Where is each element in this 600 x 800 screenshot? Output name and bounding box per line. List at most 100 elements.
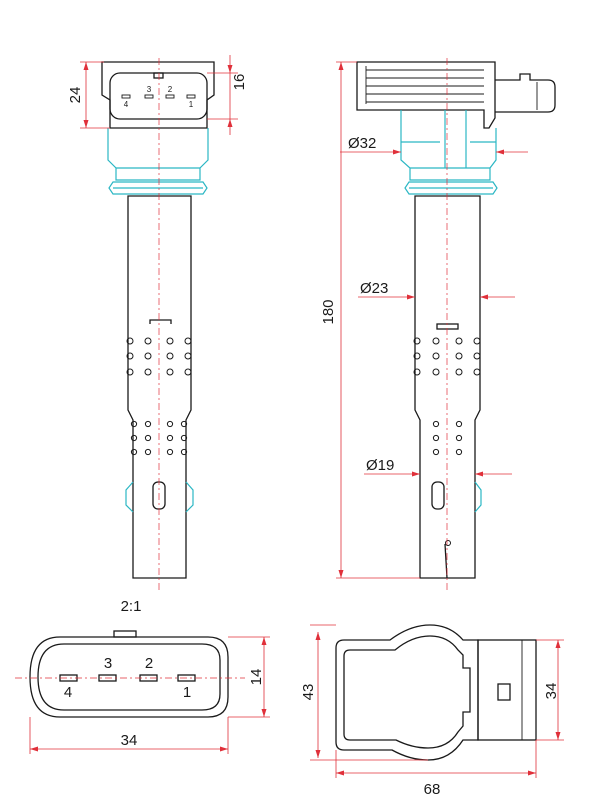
vent-hole [144, 337, 152, 345]
side-plug [495, 73, 556, 113]
pin-slot-4 [121, 94, 131, 99]
front-view: 4 3 2 1 24 16 [67, 55, 248, 590]
dim-16-arrow-bottom [227, 119, 233, 127]
vent-hole [455, 337, 463, 345]
vent-hole [126, 368, 134, 376]
dim-19-arrow-left [412, 471, 420, 477]
vent-hole [130, 420, 138, 428]
side-collar [400, 110, 497, 181]
vent-hole [180, 420, 188, 428]
vent-hole [184, 337, 192, 345]
vent-hole [144, 420, 152, 428]
vent-hole [184, 352, 192, 360]
vent-hole [126, 352, 134, 360]
dim-24-label: 24 [67, 87, 84, 104]
front-collar [107, 128, 209, 181]
vent-hole [455, 420, 463, 428]
plug-pin-label-2: 2 [145, 655, 153, 672]
plug-inner [37, 643, 221, 711]
front-clip-right [185, 481, 194, 513]
side-view: Ø32 Ø23 Ø19 180 [320, 58, 556, 590]
dim-43-label: 43 [300, 684, 317, 701]
vent-hole [166, 368, 174, 376]
vent-hole [144, 368, 152, 376]
connector-housing [101, 61, 215, 129]
dim-43-arrow-bottom [315, 750, 321, 758]
dim-34w-arrow-right [220, 746, 228, 752]
dim-34s-arrow-bottom [555, 732, 561, 740]
dim-68-arrow-left [336, 770, 344, 776]
base-connector [477, 639, 537, 741]
dim-14-arrow-bottom [261, 709, 267, 717]
pin-slot-1 [186, 94, 196, 99]
dim-68-label: 68 [424, 781, 441, 798]
vent-hole [413, 352, 421, 360]
vent-hole [455, 352, 463, 360]
pin-slot-2 [165, 94, 175, 99]
dim-43-arrow-top [315, 632, 321, 640]
plug-pin-label-1: 1 [183, 684, 191, 701]
dim-34s-arrow-top [555, 640, 561, 648]
dim-180-arrow-bottom [338, 570, 344, 578]
front-pin-label-3: 3 [147, 85, 152, 94]
front-vent-holes [126, 337, 192, 456]
vent-hole [432, 337, 440, 345]
dim-68-arrow-right [528, 770, 536, 776]
front-collar-ring [108, 181, 208, 195]
vent-hole [144, 434, 152, 442]
side-clip [474, 481, 482, 513]
vent-hole [432, 368, 440, 376]
vent-hole [166, 352, 174, 360]
side-spring-window [431, 481, 445, 510]
dim-180-label: 180 [320, 299, 337, 324]
vent-hole [432, 434, 440, 442]
pin-slot-3 [144, 94, 154, 99]
front-pin-label-1: 1 [189, 100, 194, 109]
vent-hole [432, 448, 440, 456]
connector-socket [109, 72, 208, 120]
side-vent-holes [413, 337, 481, 456]
vent-hole [455, 434, 463, 442]
plug-key [113, 630, 137, 638]
scale-label: 2:1 [121, 598, 142, 615]
connector-key [153, 72, 164, 79]
vent-hole [126, 337, 134, 345]
base-view: 43 34 68 [300, 624, 564, 798]
dim-23-arrow-right [480, 294, 488, 300]
dim-32-arrow-right [496, 149, 504, 155]
front-pin-label-4: 4 [124, 100, 129, 109]
vent-hole [144, 448, 152, 456]
vent-hole [432, 420, 440, 428]
vent-hole [130, 448, 138, 456]
dim-19-arrow-right [475, 471, 483, 477]
dim-32-arrow-left [393, 149, 401, 155]
vent-hole [413, 368, 421, 376]
vent-hole [455, 368, 463, 376]
vent-hole [166, 434, 174, 442]
dim-23-label: Ø23 [360, 280, 388, 297]
base-connector-window [497, 683, 511, 701]
dim-24-arrow-top [83, 62, 89, 70]
vent-hole [166, 448, 174, 456]
vent-hole [166, 420, 174, 428]
front-clip-left [125, 481, 134, 513]
dim-24-arrow-bottom [83, 120, 89, 128]
vent-hole [130, 434, 138, 442]
dim-19-label: Ø19 [366, 457, 394, 474]
dim-34s-label: 34 [543, 683, 560, 700]
vent-hole [180, 434, 188, 442]
front-pin-label-2: 2 [168, 85, 173, 94]
side-tip-spring [445, 540, 451, 546]
vent-hole [184, 368, 192, 376]
vent-hole [180, 448, 188, 456]
dim-14-label: 14 [248, 669, 265, 686]
plug-outer [29, 636, 229, 718]
plug-face-view: 2:1 4 3 2 1 14 34 [15, 598, 270, 754]
dim-23-arrow-left [407, 294, 415, 300]
dim-34w-label: 34 [121, 732, 138, 749]
vent-hole [473, 337, 481, 345]
plug-pin-label-3: 3 [104, 655, 112, 672]
dim-34w-arrow-left [30, 746, 38, 752]
